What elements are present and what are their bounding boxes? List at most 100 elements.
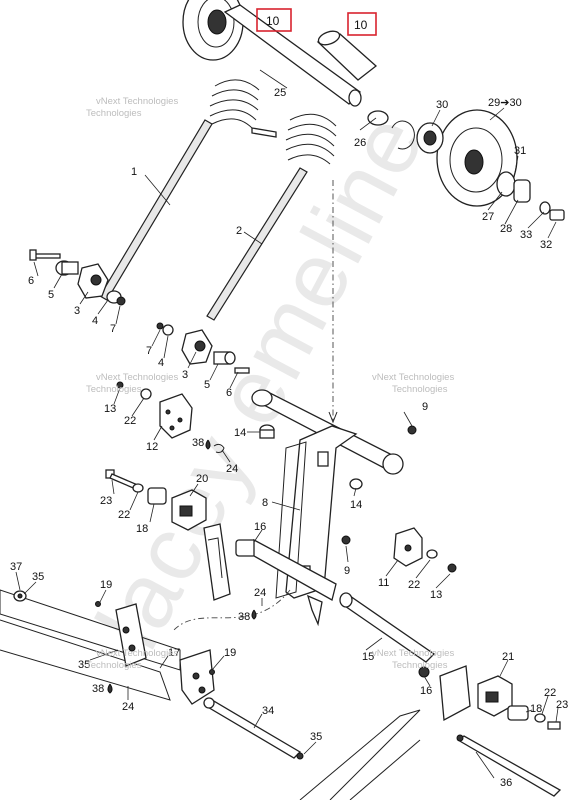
pin-19-right — [209, 669, 215, 675]
bearing-block-21 — [477, 675, 513, 717]
bracket-center-left — [203, 523, 231, 601]
callout-22-right: 22 — [408, 579, 420, 591]
shaft-34 — [203, 697, 302, 759]
callout-35-bottom: 35 — [310, 731, 322, 743]
callout-27: 27 — [482, 211, 494, 223]
bracket-right — [439, 665, 471, 722]
spring-2 — [206, 113, 337, 321]
callout-20: 20 — [196, 473, 208, 485]
callout-5-mid: 5 — [204, 379, 210, 391]
callout-1: 1 — [131, 166, 137, 178]
plate-11 — [393, 527, 423, 567]
callout-7-mid: 7 — [146, 345, 152, 357]
callout-11: 11 — [378, 577, 389, 589]
watermark-1-line1: vNext Technologies — [96, 96, 178, 107]
callout-25: 25 — [274, 87, 286, 99]
callout-17: 17 — [168, 647, 180, 659]
callout-4-mid: 4 — [158, 357, 164, 369]
callout-35-mid: 35 — [78, 659, 90, 671]
callout-9-bottom: 9 — [344, 565, 350, 577]
callout-18-right: 18 — [530, 703, 542, 715]
callout-2: 2 — [236, 225, 242, 237]
callout-22-left: 22 — [118, 509, 130, 521]
washer-22-left — [132, 483, 144, 493]
callout-33: 33 — [520, 229, 532, 241]
rail-right — [299, 709, 421, 800]
callout-9-top: 9 — [422, 401, 428, 413]
watermark-2-line2: Technologies — [392, 384, 448, 395]
watermark-4-line2: Technologies — [86, 660, 142, 671]
bearing-block-20 — [171, 489, 207, 531]
bushing-5-mid — [213, 351, 250, 374]
callout-32: 32 — [540, 239, 552, 251]
callout-24-top: 24 — [226, 463, 238, 475]
watermark-5-line1: vNext Technologies — [372, 648, 454, 659]
bracket-19 — [179, 649, 215, 705]
callout-37: 37 — [10, 561, 22, 573]
callout-28: 28 — [500, 223, 512, 235]
nut-35-bottom — [296, 752, 304, 760]
pin-36 — [456, 734, 464, 742]
sleeve-26 — [367, 110, 389, 126]
bolt-23-right — [547, 721, 561, 730]
watermark-5-line2: Technologies — [392, 660, 448, 671]
callout-19-right: 19 — [224, 647, 236, 659]
washer-22-bottom — [534, 713, 546, 723]
circlip-26 — [391, 120, 415, 150]
spring-1 — [99, 79, 277, 301]
nut-13-right — [447, 563, 457, 573]
watermark-1-line2: Technologies — [86, 108, 142, 119]
callout-4: 4 — [92, 315, 98, 327]
guide-line-17 — [171, 589, 291, 633]
grease-drop-38-mid — [251, 609, 257, 620]
nut-7-top — [106, 290, 126, 306]
callout-16-right: 16 — [420, 685, 432, 697]
bushing-18-left — [147, 487, 167, 505]
callout-10-axle: 10 — [266, 14, 280, 28]
callout-14-right: 14 — [350, 499, 362, 511]
callout-6-mid: 6 — [226, 387, 232, 399]
callout-15: 15 — [362, 651, 374, 663]
callout-21: 21 — [502, 651, 514, 663]
bushing-18-right — [507, 705, 529, 721]
callout-23-left: 23 — [100, 495, 112, 507]
callout-18-left: 18 — [136, 523, 148, 535]
callout-30: 30 — [436, 99, 448, 111]
callout-box-10-axle — [256, 8, 292, 32]
shaft-15 — [339, 592, 436, 663]
grease-drop-38-top — [205, 439, 211, 450]
callout-box-10-spacer — [347, 12, 377, 36]
washer-16-right — [418, 666, 430, 678]
callout-24-bottom: 24 — [122, 701, 134, 713]
callout-34: 34 — [262, 705, 274, 717]
spacer-10 — [316, 30, 378, 81]
callout-38-bottom: 38 — [92, 683, 104, 695]
bracket-3-top — [77, 263, 109, 299]
grease-drop-38-bottom — [107, 683, 113, 694]
callout-38-mid: 38 — [238, 611, 250, 623]
callout-5-top: 5 — [48, 289, 54, 301]
callout-8: 8 — [262, 497, 268, 509]
callout-12: 12 — [146, 441, 158, 453]
leader-lines — [15, 69, 559, 779]
callout-7-top: 7 — [110, 323, 116, 335]
callout-16-mid: 16 — [254, 521, 266, 533]
bracket-17 — [115, 603, 147, 667]
callout-3-mid: 3 — [182, 369, 188, 381]
plate-12 — [116, 381, 193, 439]
callout-13-left: 13 — [104, 403, 116, 415]
pin-19-left — [95, 601, 101, 607]
watermark-3-line2: Technologies — [86, 384, 142, 395]
callout-22-bottom: 22 — [544, 687, 556, 699]
callout-13-right: 13 — [430, 589, 442, 601]
bearing-30 — [416, 122, 444, 154]
washer-22-right — [426, 549, 438, 559]
watermark-2-line1: vNext Technologies — [372, 372, 454, 383]
callout-24-mid: 24 — [254, 587, 266, 599]
pin-sleeve-16 — [235, 538, 337, 601]
callout-10-spacer: 10 — [354, 18, 368, 32]
callout-3-top: 3 — [74, 305, 80, 317]
callout-labels: 25 1 2 26 30 29➔30 31 27 28 33 32 6 5 3 … — [10, 87, 568, 789]
